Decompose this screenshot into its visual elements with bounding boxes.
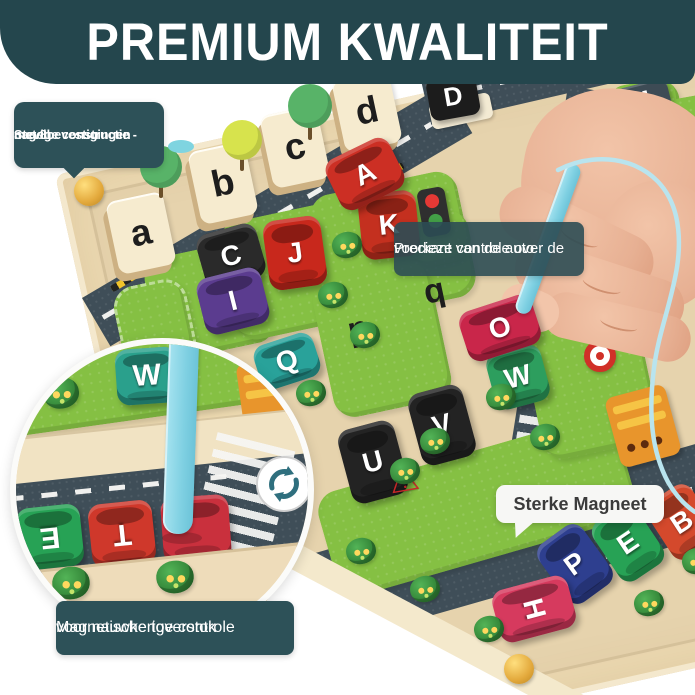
nail-icon <box>74 176 104 206</box>
depot-stripe <box>243 368 296 384</box>
callout-text: voor nauwkerige controle <box>56 619 235 636</box>
car-letter: I <box>225 284 241 317</box>
roundabout-sign-icon <box>256 456 308 512</box>
tree-icon <box>288 84 332 128</box>
car-letter: W <box>131 358 163 393</box>
wand-tip-shadow <box>162 532 202 544</box>
banner <box>0 0 695 84</box>
key-letter: c <box>280 124 310 169</box>
zoom-inset: W E T <box>10 338 314 642</box>
depot-stripe <box>616 409 667 431</box>
car-J: J <box>261 214 329 292</box>
callout-control: Precieze controle over de voorkant van d… <box>394 222 584 276</box>
car-letter: T <box>111 517 133 552</box>
traffic-light-red <box>423 193 441 210</box>
block-letter: D <box>441 79 465 112</box>
callout-text: Sterke Magneet <box>513 493 647 514</box>
car-letter: O <box>484 309 515 346</box>
car-letter: A <box>348 155 381 192</box>
car-letter: C <box>216 237 245 274</box>
callout-text: Magnetische toverstok <box>56 619 217 636</box>
car-letter: U <box>359 443 387 480</box>
tree-icon <box>240 156 244 171</box>
depot-dots <box>626 442 637 453</box>
inset-car-E: E <box>16 502 86 572</box>
key-letter: a <box>126 210 156 255</box>
callout-magnet: Sterke Magneet <box>496 485 664 542</box>
car-letter: E <box>611 524 645 561</box>
car-letter: J <box>285 236 305 269</box>
banner-title: PREMIUM KWALITEIT <box>28 0 667 84</box>
callout-text: Stevige constructie - <box>14 127 137 142</box>
sign-center-dot <box>596 352 604 360</box>
tree-icon <box>308 124 312 140</box>
depot-stripe <box>245 384 298 400</box>
key-letter: d <box>351 88 383 133</box>
car-letter: B <box>664 503 695 541</box>
pond-icon <box>168 140 194 153</box>
callout-wand: Magnetische toverstok voor nauwkerige co… <box>56 601 294 655</box>
callout-text: Precieze controle over de <box>394 240 565 258</box>
callout-construction: Stevige constructie - met 8 nagelbevesti… <box>14 102 164 179</box>
callout-text: met 8 <box>14 127 47 142</box>
tree-icon <box>159 184 163 198</box>
car-letter: H <box>516 595 553 623</box>
callout-text: nagelbevestigingen <box>14 127 131 142</box>
tree-icon <box>222 120 262 160</box>
car-letter: P <box>558 545 592 582</box>
callout-text: voorkant van de auto <box>394 240 535 258</box>
car-letter: E <box>38 520 62 555</box>
nail-icon <box>504 654 534 684</box>
key-letter: b <box>207 160 239 205</box>
banner-title-text: PREMIUM KWALITEIT <box>86 12 609 72</box>
